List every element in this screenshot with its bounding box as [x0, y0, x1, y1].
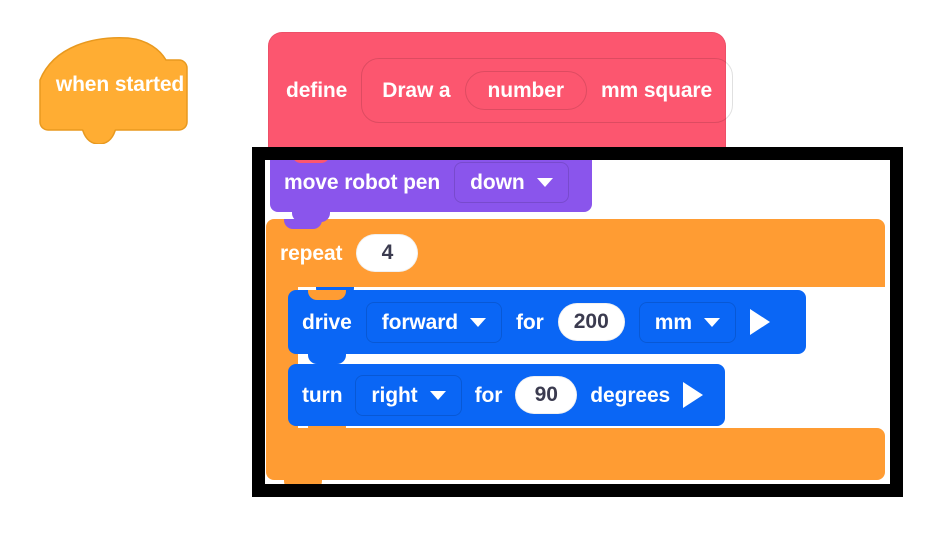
define-block[interactable]: define Draw a number mm square [268, 32, 734, 148]
drive-direction-dropdown[interactable]: forward [365, 301, 503, 343]
turn-verb-label: turn [302, 383, 343, 407]
move-robot-pen-label: move robot pen [284, 170, 441, 194]
turn-units-label: degrees [590, 383, 671, 407]
when-started-block[interactable]: when started [36, 36, 204, 144]
procedure-prototype[interactable]: Draw a number mm square [361, 57, 734, 123]
repeat-block-footer [266, 428, 885, 480]
pen-state-dropdown[interactable]: down [454, 161, 569, 203]
parameter-number[interactable]: number [464, 70, 587, 110]
drive-distance-input[interactable]: 200 [557, 303, 625, 341]
drive-direction-value: forward [381, 310, 459, 334]
define-block-row: define Draw a number mm square [286, 32, 734, 148]
chevron-down-icon [470, 317, 487, 327]
turn-block-body [288, 364, 725, 426]
play-triangle-icon[interactable] [749, 309, 770, 335]
turn-direction-dropdown[interactable]: right [355, 374, 462, 416]
prototype-prefix-label: Draw a [382, 78, 451, 102]
turn-direction-value: right [371, 383, 418, 407]
turn-angle-input[interactable]: 90 [515, 376, 578, 414]
define-keyword: define [286, 78, 348, 102]
turn-connector-label: for [474, 383, 503, 407]
play-triangle-icon[interactable] [683, 382, 704, 408]
parameter-number-label: number [487, 78, 565, 102]
pen-state-value: down [470, 170, 525, 194]
drive-bottom-notch [308, 354, 346, 364]
turn-top-notch [308, 364, 346, 374]
repeat-label: repeat [280, 241, 343, 265]
drive-units-value: mm [654, 310, 692, 334]
prototype-suffix-label: mm square [600, 78, 713, 102]
repeat-top-notch [284, 219, 322, 229]
repeat-count-input[interactable]: 4 [356, 234, 419, 272]
chevron-down-icon [429, 390, 446, 400]
hat-block-shape [39, 37, 188, 144]
turn-bottom-notch [308, 426, 346, 436]
loop-arrow-icon [217, 444, 243, 465]
repeat-block-row: repeat 4 [280, 219, 419, 287]
move-robot-pen-row: move robot pen down [284, 152, 569, 212]
drive-units-dropdown[interactable]: mm [638, 301, 736, 343]
chevron-down-icon [703, 317, 720, 327]
move-robot-pen-block[interactable]: move robot pen down [270, 152, 592, 222]
turn-block-row: turn right for 90 degrees [302, 364, 704, 426]
drive-top-notch [308, 290, 346, 300]
drive-verb-label: drive [302, 310, 352, 334]
chevron-down-icon [536, 177, 553, 187]
drive-block-row: drive forward for 200 mm [302, 290, 770, 354]
drive-connector-label: for [516, 310, 544, 334]
repeat-bottom-notch [284, 480, 322, 490]
pen-bottom-notch [292, 212, 330, 222]
